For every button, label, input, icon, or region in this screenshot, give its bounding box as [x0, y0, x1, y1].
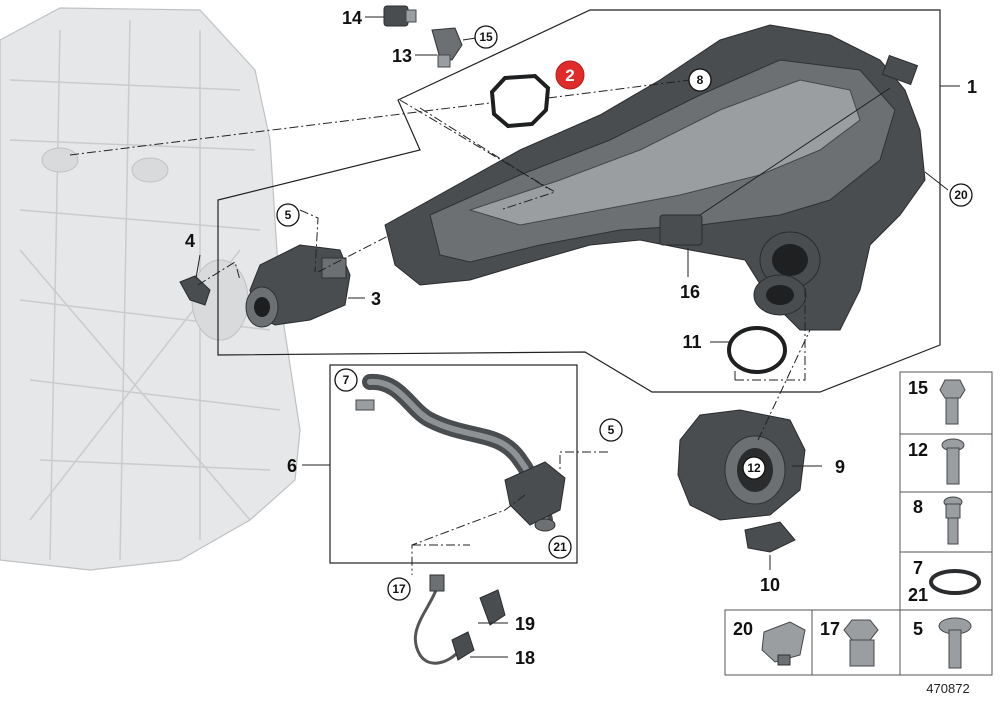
callout-17: 17 [387, 577, 411, 601]
label-19: 19 [515, 614, 535, 634]
legend-20: 20 [733, 619, 753, 639]
svg-text:21: 21 [553, 540, 567, 554]
legend-8: 8 [913, 497, 923, 517]
label-11: 11 [682, 332, 701, 352]
callout-15: 15 [474, 25, 498, 49]
label-18: 18 [515, 648, 535, 668]
label-3: 3 [371, 289, 381, 309]
legend-15: 15 [908, 378, 928, 398]
leader-lines [195, 16, 960, 658]
callout-5-top: 5 [276, 203, 300, 227]
dash-lines [69, 79, 811, 575]
torx-bolt-12 [941, 438, 965, 485]
intake-manifold [384, 24, 926, 331]
callout-8: 8 [688, 68, 712, 92]
label-9: 9 [835, 457, 845, 477]
svg-text:20: 20 [954, 188, 968, 202]
svg-text:15: 15 [479, 30, 493, 44]
svg-text:12: 12 [747, 461, 761, 475]
legend-5: 5 [913, 619, 923, 639]
sealing-ring-7-21 [929, 569, 981, 595]
seal-14 [383, 5, 417, 27]
connector-10 [744, 521, 796, 553]
sensor-13 [431, 27, 463, 68]
flange-bolt-5 [938, 617, 972, 669]
label-13: 13 [392, 46, 412, 66]
hex-bolt-15 [939, 379, 966, 425]
label-16: 16 [680, 282, 700, 302]
gasket-2 [489, 73, 551, 129]
callout-12: 12 [742, 456, 766, 480]
label-14: 14 [342, 8, 362, 28]
svg-text:5: 5 [608, 423, 615, 437]
fastener-legend: 15 12 8 7 21 20 17 5 [724, 371, 993, 676]
actuator-3 [245, 244, 351, 328]
egr-pipe-6 [355, 373, 566, 532]
label-4: 4 [185, 231, 195, 251]
throttle-housing-9 [677, 409, 806, 521]
plug-16 [659, 214, 703, 246]
diagram-id: 470872 [926, 681, 969, 696]
svg-text:2: 2 [565, 66, 574, 85]
svg-text:17: 17 [392, 582, 406, 596]
screw-plug-17 [843, 619, 879, 667]
clip-4 [179, 275, 211, 306]
group-frame-1 [217, 9, 941, 393]
sealing-ring-11 [727, 326, 787, 374]
clip-20 [761, 621, 806, 666]
legend-12: 12 [908, 440, 928, 460]
svg-text:5: 5 [285, 208, 292, 222]
label-10: 10 [760, 575, 780, 595]
callout-5-right: 5 [599, 418, 623, 442]
legend-17: 17 [820, 619, 840, 639]
callout-21: 21 [548, 535, 572, 559]
callout-20: 20 [949, 183, 973, 207]
label-6: 6 [287, 456, 297, 476]
svg-text:7: 7 [343, 373, 350, 387]
legend-7: 7 [913, 558, 923, 578]
label-1: 1 [967, 77, 977, 97]
sensor-cable-17 [413, 574, 506, 665]
callout-7: 7 [334, 368, 358, 392]
callout-2-highlight: 2 [555, 60, 585, 90]
group-frame-6 [329, 364, 578, 564]
collar-bolt-8 [943, 496, 963, 545]
legend-21: 21 [908, 585, 928, 605]
svg-text:8: 8 [697, 73, 704, 87]
